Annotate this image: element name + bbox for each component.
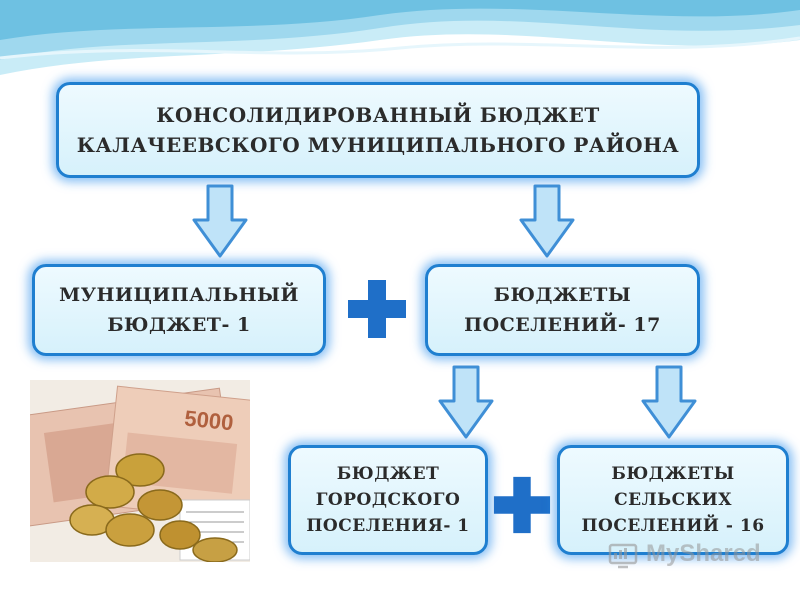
rural-budget-line2: СЕЛЬСКИХ <box>614 490 732 510</box>
urban-budget-line1: БЮДЖЕТ <box>336 464 440 484</box>
consolidated-budget-line1: КОНСОЛИДИРОВАННЫЙ БЮДЖЕТ <box>156 103 600 127</box>
money-illustration: 5000 <box>30 380 250 562</box>
arrow-down-icon <box>641 365 697 439</box>
arrow-down-icon <box>192 184 248 258</box>
settlements-budgets-line1: БЮДЖЕТЫ <box>493 284 632 306</box>
settlements-budgets-line2: ПОСЕЛЕНИЙ- 17 <box>464 314 661 336</box>
municipal-budget-line2: БЮДЖЕТ- 1 <box>107 314 251 336</box>
municipal-budget-line1: МУНИЦИПАЛЬНЫЙ <box>59 284 299 306</box>
plus-icon <box>493 476 551 534</box>
watermark-logo-icon <box>608 543 638 569</box>
rural-budget-line3: ПОСЕЛЕНИЙ - 16 <box>581 516 765 536</box>
consolidated-budget-line2: КАЛАЧЕЕВСКОГО МУНИЦИПАЛЬНОГО РАЙОНА <box>76 133 680 157</box>
watermark-text: MyShared <box>612 540 761 568</box>
rural-budget-line1: БЮДЖЕТЫ <box>611 464 735 484</box>
arrow-down-icon <box>438 365 494 439</box>
rural-settlements-budgets-box: БЮДЖЕТЫ СЕЛЬСКИХ ПОСЕЛЕНИЙ - 16 <box>557 445 789 555</box>
banknote-denomination: 5000 <box>183 405 234 435</box>
settlements-budgets-box: БЮДЖЕТЫ ПОСЕЛЕНИЙ- 17 <box>425 264 700 356</box>
watermark-label: MyShared <box>646 540 761 567</box>
arrow-down-icon <box>519 184 575 258</box>
consolidated-budget-box: КОНСОЛИДИРОВАННЫЙ БЮДЖЕТ КАЛАЧЕЕВСКОГО М… <box>56 82 700 178</box>
urban-settlement-budget-box: БЮДЖЕТ ГОРОДСКОГО ПОСЕЛЕНИЯ- 1 <box>288 445 488 555</box>
municipal-budget-box: МУНИЦИПАЛЬНЫЙ БЮДЖЕТ- 1 <box>32 264 326 356</box>
urban-budget-line2: ГОРОДСКОГО <box>315 490 461 510</box>
wave-header-decoration <box>0 0 800 75</box>
urban-budget-line3: ПОСЕЛЕНИЯ- 1 <box>306 516 470 536</box>
plus-icon <box>348 280 406 338</box>
